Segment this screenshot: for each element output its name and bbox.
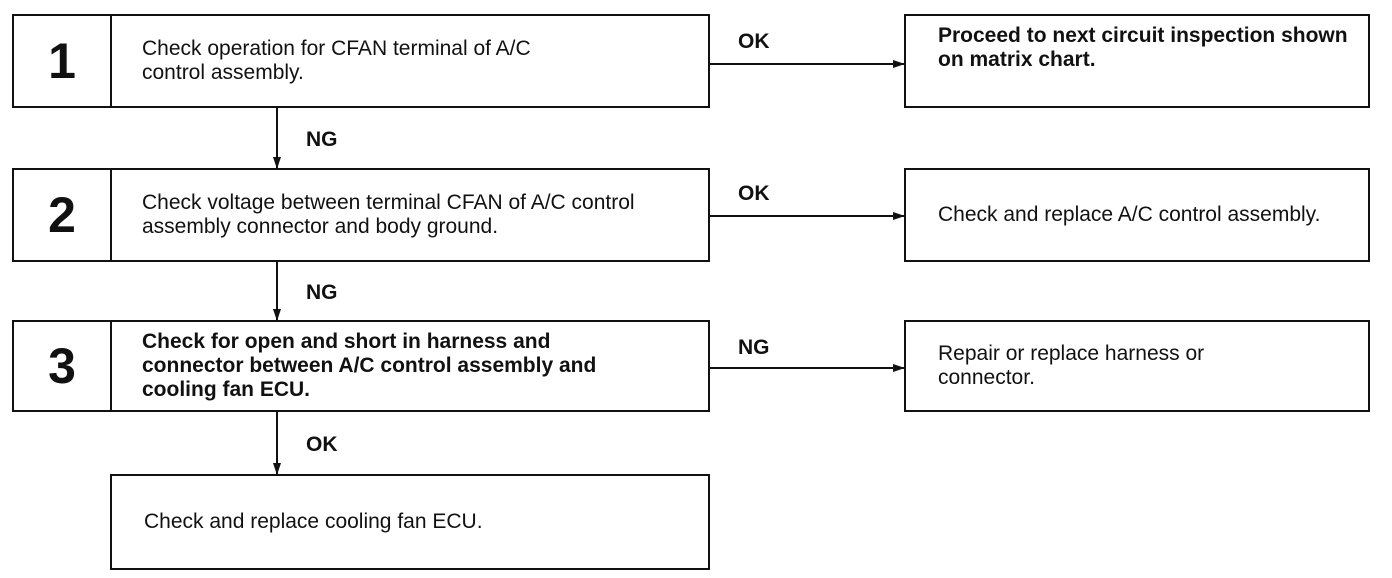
final-box: Check and replace cooling fan ECU. — [110, 474, 710, 570]
branch-label-2: OK — [738, 182, 770, 205]
step-1-box: 1 Check operation for CFAN terminal of A… — [12, 14, 710, 108]
step-3-text: Check for open and short in harness and … — [142, 330, 597, 401]
step-3-number: 3 — [14, 322, 112, 410]
down-label-3: OK — [306, 433, 338, 456]
final-text: Check and replace cooling fan ECU. — [144, 510, 483, 533]
step-3-box: 3 Check for open and short in harness an… — [12, 320, 710, 412]
step-2-number: 2 — [14, 170, 112, 260]
result-2-text: Check and replace A/C control assembly. — [938, 203, 1321, 226]
result-1-box: Proceed to next circuit inspection shown… — [904, 14, 1370, 108]
result-3-box: Repair or replace harness or connector. — [904, 320, 1370, 412]
down-label-1: NG — [306, 128, 338, 151]
step-2-text: Check voltage between terminal CFAN of A… — [142, 191, 635, 238]
result-2-box: Check and replace A/C control assembly. — [904, 168, 1370, 262]
result-3-text: Repair or replace harness or connector. — [938, 342, 1205, 389]
step-2-box: 2 Check voltage between terminal CFAN of… — [12, 168, 710, 262]
branch-label-3: NG — [738, 336, 770, 359]
step-1-text: Check operation for CFAN terminal of A/C… — [142, 37, 531, 84]
result-1-text: Proceed to next circuit inspection shown… — [938, 24, 1348, 71]
branch-label-1: OK — [738, 30, 770, 53]
step-1-number: 1 — [14, 16, 112, 106]
down-label-2: NG — [306, 281, 338, 304]
